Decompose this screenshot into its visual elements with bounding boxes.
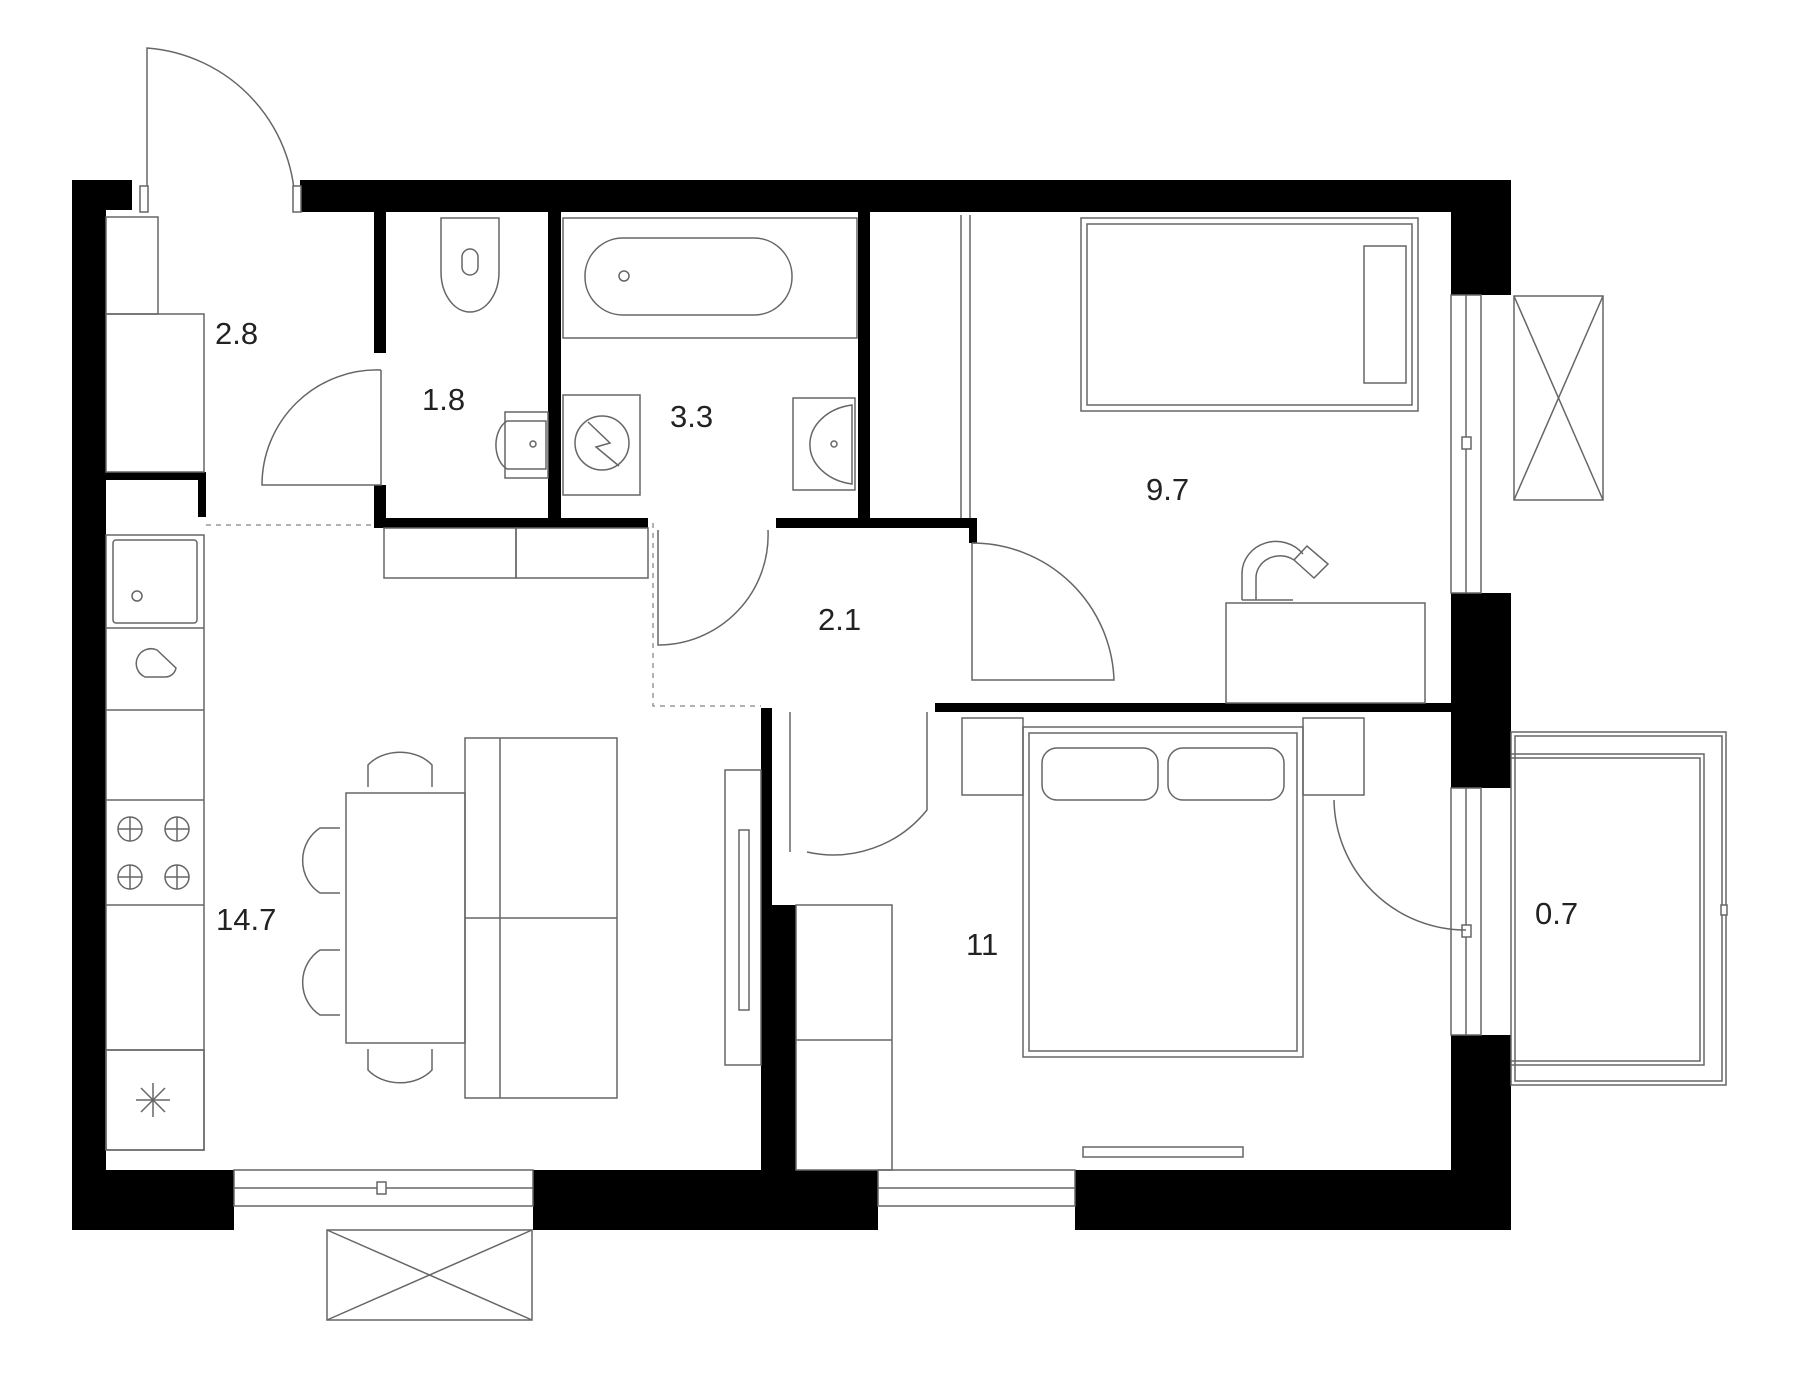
water-heater-icon [135,647,177,678]
desk [1225,540,1426,704]
area-label-kitchen-living: 14.7 [216,902,276,937]
windows [233,294,1482,1207]
kitchen-counter [105,534,205,1151]
area-label-balcony: 0.7 [1535,896,1578,931]
toilet-door [261,369,382,486]
zone-boundaries [206,523,761,707]
balcony-door [1333,799,1467,931]
dining-table [301,751,466,1084]
sink-icon [112,539,198,624]
balcony [1510,731,1728,1086]
hallway-door-left [657,529,769,646]
heater [1082,1146,1244,1158]
area-label-bathroom: 3.3 [670,399,713,434]
stove-icon [117,816,190,890]
washbasin-icon [495,411,549,479]
entrance-door [146,47,296,213]
tv-stand [724,769,762,1066]
double-bed [961,717,1365,1058]
area-label-bedroom-small: 9.7 [1146,472,1189,507]
bedroom-large-door [806,712,928,856]
area-label-hallway-entry: 2.8 [215,316,258,351]
area-label-bedroom-large: 11 [966,927,998,962]
washing-machine-icon [562,394,641,496]
wardrobe-bedroom [795,904,893,1171]
doors [139,47,1467,931]
toilet-icon [440,217,500,313]
area-label-toilet: 1.8 [422,382,465,417]
bedroom-small-door [971,542,1115,681]
area-label-hallway-inner: 2.1 [818,602,861,637]
wardrobe [105,216,205,473]
walls [72,180,1511,1230]
outdoor-units [326,295,1604,1321]
closet-panels [383,527,649,579]
fridge-icon [105,1049,205,1151]
washbasin-icon [792,397,856,491]
bathtub-icon [562,217,858,339]
sofa [464,737,618,1099]
single-bed [1080,217,1419,412]
